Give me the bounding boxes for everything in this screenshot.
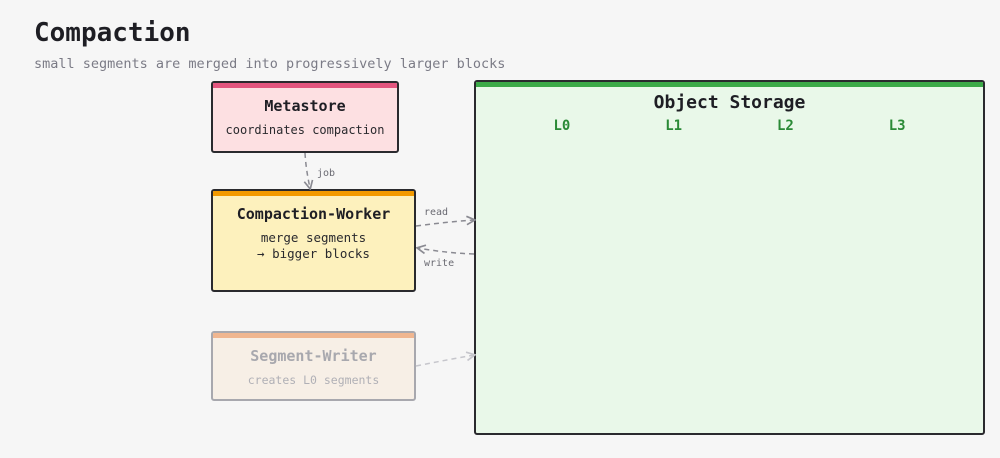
level-l2: L2: [776, 118, 794, 134]
level-l1: L1: [665, 118, 683, 134]
page-title: Compaction: [34, 18, 191, 48]
worker-desc-line2: → bigger blocks: [257, 246, 370, 261]
compaction-worker-node: Compaction-Worker merge segments → bigge…: [211, 189, 416, 292]
level-l0: L0: [553, 118, 571, 134]
edge-read: [415, 220, 474, 227]
edge-write-label: write: [424, 258, 454, 269]
segwriter-name: Segment-Writer: [250, 347, 377, 365]
object-storage-node: Object Storage L0 L1 L2 L3: [474, 80, 985, 435]
metastore-node: Metastore coordinates compaction: [211, 81, 399, 153]
segwriter-accent-bar: [213, 333, 414, 338]
worker-desc-line1: merge segments: [260, 230, 367, 245]
storage-name: Object Storage: [653, 92, 806, 113]
metastore-accent-bar: [213, 83, 397, 88]
storage-levels: L0 L1 L2 L3: [476, 118, 983, 134]
storage-accent-bar: [476, 82, 983, 87]
metastore-name: Metastore: [264, 97, 346, 115]
level-l3: L3: [888, 118, 906, 134]
metastore-desc: coordinates compaction: [225, 123, 385, 137]
edge-read-label: read: [424, 207, 448, 218]
page-subtitle: small segments are merged into progressi…: [34, 56, 506, 72]
segwriter-desc: creates L0 segments: [247, 373, 380, 387]
edge-job-label: job: [317, 168, 335, 179]
edge-write: [418, 248, 475, 255]
worker-name: Compaction-Worker: [236, 205, 391, 223]
worker-desc: merge segments → bigger blocks: [213, 230, 414, 262]
worker-accent-bar: [213, 191, 414, 196]
edge-job: [305, 152, 310, 188]
segment-writer-node: Segment-Writer creates L0 segments: [211, 331, 416, 401]
edge-segwriter-storage: [415, 355, 474, 367]
